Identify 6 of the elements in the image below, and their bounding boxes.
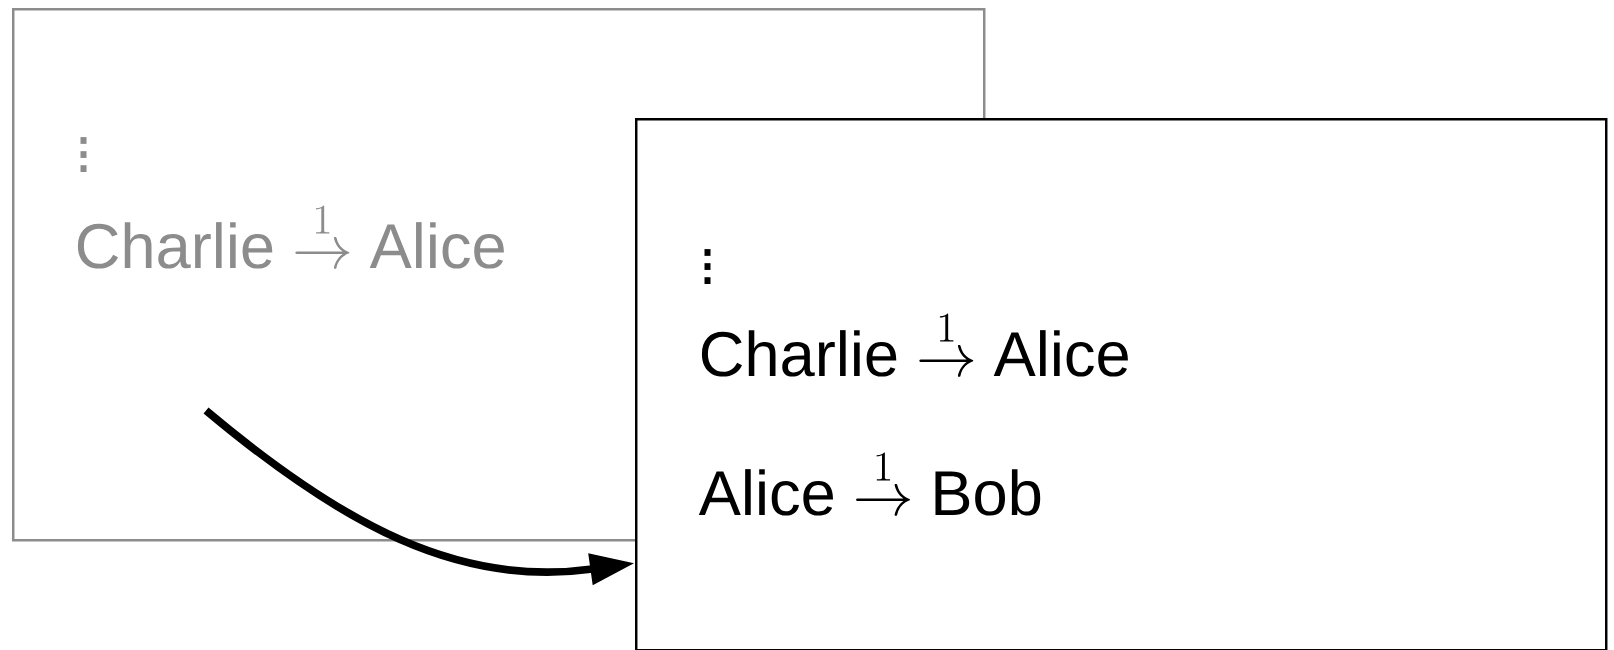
- panel: [635, 118, 1608, 650]
- formula-line: $\text{Alice} \stackrel{1}{\to} \text{Bob}$: [698, 452, 1041, 516]
- formula-line: $\vdots$: [80, 137, 87, 172]
- formula-line: $\vdots$: [704, 249, 711, 284]
- formula-line: $\text{Charlie} \stackrel{1}{\to} \text{Alice}$: [701, 313, 1128, 377]
- formula-line: $\text{Charlie} \stackrel{1}{\to} \text{Alice}$: [77, 205, 504, 269]
